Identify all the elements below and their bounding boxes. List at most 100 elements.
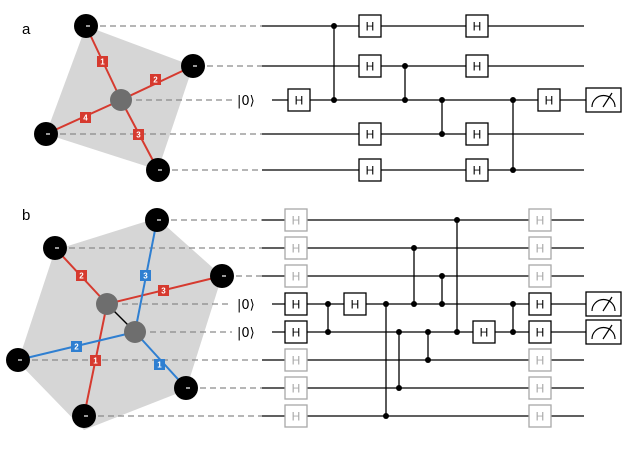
hadamard-gate-label: H bbox=[366, 164, 375, 178]
panel-b-label: b bbox=[22, 207, 30, 224]
hadamard-gate-faded bbox=[284, 264, 308, 288]
plaquette-polygon bbox=[18, 218, 222, 430]
edge-badge-4 bbox=[80, 112, 91, 123]
edge-badge bbox=[76, 270, 87, 281]
hadamard-gate bbox=[358, 158, 382, 182]
edge-badge-text: 1 bbox=[93, 357, 98, 366]
edge-badges: 2 3 1 3 2 1 bbox=[71, 270, 169, 370]
hadamard-gate-label: H bbox=[536, 214, 545, 228]
hadamard-gate-faded bbox=[528, 404, 552, 428]
hadamard-gate-label: H bbox=[366, 60, 375, 74]
qubit-ticks bbox=[18, 219, 226, 417]
edge-badge-2 bbox=[150, 74, 161, 85]
edge-badge bbox=[71, 341, 82, 352]
ancilla-ket: |0⟩ bbox=[237, 94, 255, 109]
edge-badge-text: 3 bbox=[161, 287, 166, 296]
hadamard-gate-faded bbox=[284, 208, 308, 232]
hadamard-gate bbox=[343, 292, 367, 316]
hadamard-gate-label: H bbox=[536, 298, 545, 312]
edge-badge-text: 3 bbox=[143, 272, 148, 281]
hadamard-gate bbox=[284, 292, 308, 316]
hadamard-gate bbox=[287, 88, 311, 112]
panel-a-label: a bbox=[22, 21, 31, 38]
hadamard-gate bbox=[528, 320, 552, 344]
edge-badge-3-text: 3 bbox=[136, 131, 141, 140]
hadamard-gate-label: H bbox=[536, 270, 545, 284]
hadamard-gate bbox=[465, 122, 489, 146]
hadamard-gate-label: H bbox=[366, 128, 375, 142]
hadamard-gate-label: H bbox=[545, 94, 554, 108]
circuit-wires bbox=[262, 25, 586, 171]
hadamard-gate-label: H bbox=[292, 326, 301, 340]
ancilla-qubit-red bbox=[96, 293, 118, 315]
panel-b-lattice: 2 3 1 3 2 1 bbox=[6, 208, 262, 430]
hadamard-gate-label: H bbox=[292, 270, 301, 284]
hadamard-gate bbox=[465, 54, 489, 78]
hadamard-gate bbox=[358, 14, 382, 38]
hadamard-gate bbox=[465, 158, 489, 182]
edge-badge-text: 2 bbox=[74, 343, 79, 352]
control-dots bbox=[325, 217, 516, 419]
hadamard-gate-faded bbox=[528, 208, 552, 232]
panel-a: a bbox=[22, 14, 622, 182]
ancilla-ket-1: |0⟩ bbox=[237, 298, 255, 313]
edge-badge-1 bbox=[97, 56, 108, 67]
hadamard-gate-label: H bbox=[536, 354, 545, 368]
edge-badge-text: 1 bbox=[157, 361, 162, 370]
control-dots bbox=[331, 23, 516, 173]
hadamard-gate-label: H bbox=[351, 298, 360, 312]
hadamard-gate-faded bbox=[528, 376, 552, 400]
hadamard-gate bbox=[284, 320, 308, 344]
hadamard-gate-label: H bbox=[292, 298, 301, 312]
edge-badge bbox=[140, 270, 151, 281]
hadamard-gate-label: H bbox=[473, 20, 482, 34]
hadamard-gate-label: H bbox=[536, 242, 545, 256]
hadamard-gate-label: H bbox=[292, 382, 301, 396]
measurement-meter-icon bbox=[585, 319, 622, 345]
edge-badges: 1 2 3 4 bbox=[80, 56, 161, 140]
hadamard-gate-label: H bbox=[480, 326, 489, 340]
controlled-links bbox=[333, 26, 514, 170]
hadamard-gate-label: H bbox=[292, 214, 301, 228]
hadamard-gate-label: H bbox=[473, 128, 482, 142]
edge-badge bbox=[154, 359, 165, 370]
hadamard-gate bbox=[528, 292, 552, 316]
hadamard-gate-label: H bbox=[295, 94, 304, 108]
ancilla-qubit bbox=[110, 89, 132, 111]
controlled-links bbox=[327, 220, 514, 416]
panel-b: b bbox=[6, 207, 622, 430]
measurement-meter-icon bbox=[585, 87, 622, 113]
hadamard-gate-label: H bbox=[536, 326, 545, 340]
hadamard-gate-faded bbox=[284, 348, 308, 372]
hadamard-gate-label: H bbox=[473, 60, 482, 74]
edge-badge-2-text: 2 bbox=[153, 76, 158, 85]
dashed-connectors bbox=[50, 25, 262, 171]
hadamard-gate-label: H bbox=[292, 242, 301, 256]
edge-badge-text: 2 bbox=[79, 272, 84, 281]
dashed-connectors bbox=[22, 219, 262, 417]
hadamard-gate-faded bbox=[284, 376, 308, 400]
ancilla-qubit-blue bbox=[124, 321, 146, 343]
hadamard-gate bbox=[465, 14, 489, 38]
hadamard-gate-faded bbox=[284, 236, 308, 260]
qubit-ticks bbox=[46, 25, 197, 171]
hadamard-gate-faded bbox=[528, 348, 552, 372]
edge-badge-4-text: 4 bbox=[83, 114, 88, 123]
edge-badge bbox=[90, 355, 101, 366]
hadamard-gate bbox=[358, 54, 382, 78]
hadamard-gate-label: H bbox=[292, 410, 301, 424]
edge-badge bbox=[158, 285, 169, 296]
hadamard-gate-label: H bbox=[366, 20, 375, 34]
measurement-meter-icon bbox=[585, 291, 622, 317]
hadamard-gate-faded bbox=[284, 404, 308, 428]
hadamard-gate-label: H bbox=[536, 410, 545, 424]
hadamard-gate-label: H bbox=[536, 382, 545, 396]
hadamard-gate bbox=[472, 320, 496, 344]
edge-badge-1-text: 1 bbox=[100, 58, 105, 67]
edge-badge-3 bbox=[133, 129, 144, 140]
